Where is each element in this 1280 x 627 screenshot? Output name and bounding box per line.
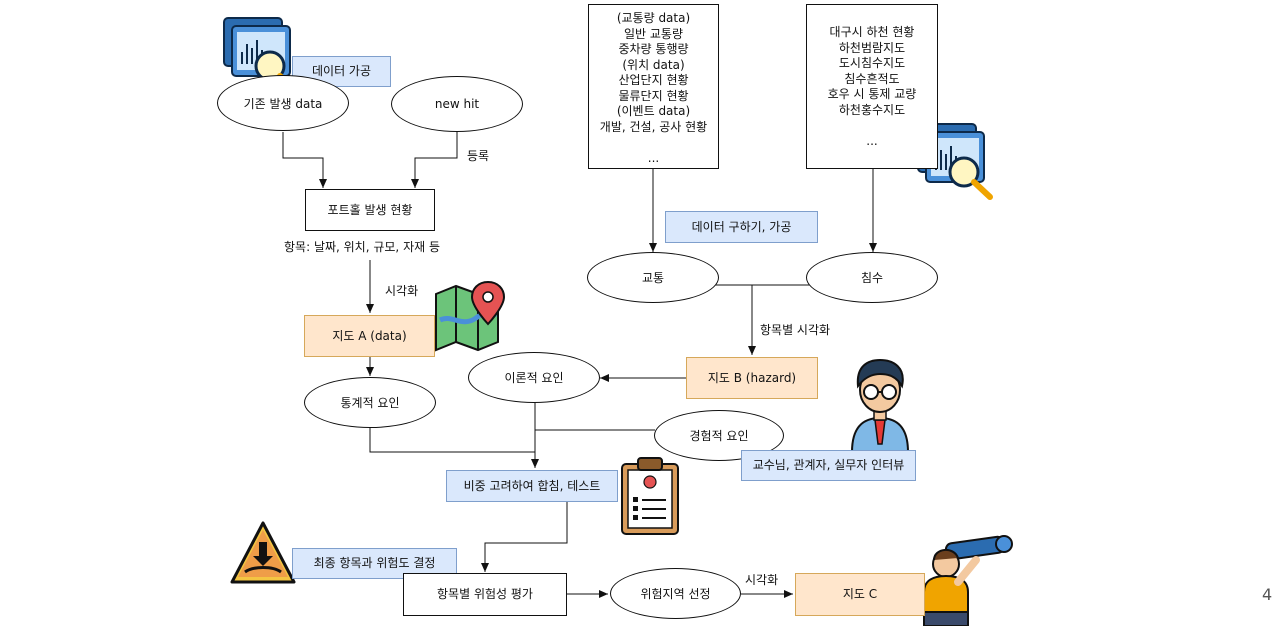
map-c-node: 지도 C <box>795 573 925 616</box>
flood-source-item: 하천홍수지도 <box>838 102 906 117</box>
merge-test-label: 비중 고려하여 합침, 테스트 <box>446 470 618 502</box>
new-hit-node: new hit <box>391 76 523 132</box>
risk-evaluation-node: 항목별 위험성 평가 <box>403 573 567 616</box>
flood-source-item: 호우 시 통제 교량 <box>827 87 917 101</box>
visualize-label-a: 시각화 <box>385 284 419 298</box>
existing-data-node: 기존 발생 data <box>217 75 349 131</box>
flood-node: 침수 <box>806 252 938 303</box>
traffic-source-item: ... <box>647 150 660 165</box>
map-pin-icon <box>435 280 506 352</box>
data-analysis-icon <box>223 17 299 94</box>
data-get-label: 데이터 구하기, 가공 <box>665 211 818 243</box>
visualize-label-c: 시각화 <box>745 573 779 587</box>
flood-source-item: ... <box>866 133 878 148</box>
professor-avatar-icon <box>850 358 910 452</box>
traffic-source-item <box>589 135 718 151</box>
flood-source-item: 도시침수지도 <box>838 56 906 70</box>
traffic-source-item: 물류단지 현황 <box>618 88 689 103</box>
flood-source-item <box>807 118 937 134</box>
interview-label: 교수님, 관계자, 실무자 인터뷰 <box>741 450 916 481</box>
clipboard-checklist-icon <box>621 457 679 535</box>
traffic-source-item: 개발, 건설, 공사 현황 <box>599 119 708 134</box>
flood-sources-box: 대구시 하천 현황 하천범람지도 도시침수지도 침수흔적도 호우 시 통제 교량… <box>806 4 938 169</box>
flood-source-item: 대구시 하천 현황 <box>829 25 915 39</box>
visualize-items-label: 항목별 시각화 <box>760 323 831 337</box>
traffic-source-item: (교통량 data) <box>616 11 691 25</box>
traffic-source-item: 일반 교통량 <box>623 26 683 41</box>
traffic-sources-box: (교통량 data) 일반 교통량 중차량 통행량 (위치 data) 산업단지… <box>588 4 719 169</box>
pothole-status-node: 포트홀 발생 현황 <box>305 189 435 231</box>
traffic-source-item: (위치 data) <box>622 57 685 72</box>
map-b-node: 지도 B (hazard) <box>686 357 818 399</box>
register-label: 등록 <box>467 149 490 163</box>
page-number: 4 <box>1262 585 1273 604</box>
edge-newhit-to-pothole <box>411 132 458 188</box>
statistical-factor-node: 통계적 요인 <box>304 377 436 428</box>
traffic-source-item: 중차량 통행량 <box>618 42 689 56</box>
edge-stat-theory-to-merge <box>369 428 539 468</box>
warning-sign-icon <box>230 521 296 584</box>
map-a-node: 지도 A (data) <box>304 315 435 357</box>
traffic-source-item: 산업단지 현황 <box>618 73 689 87</box>
telescope-person-icon <box>923 535 1013 626</box>
flood-source-item: 하천범람지도 <box>838 40 906 55</box>
edge-merge-to-risk <box>481 502 568 572</box>
edge-existing-to-pothole <box>282 132 327 188</box>
traffic-node: 교통 <box>587 252 719 303</box>
risk-area-node: 위험지역 선정 <box>610 568 741 619</box>
pothole-items-label: 항목: 날짜, 위치, 규모, 자재 등 <box>284 240 440 254</box>
flood-source-item: 침수흔적도 <box>844 71 900 86</box>
traffic-source-item: (이벤트 data) <box>616 104 691 118</box>
theoretical-factor-node: 이론적 요인 <box>468 352 600 403</box>
